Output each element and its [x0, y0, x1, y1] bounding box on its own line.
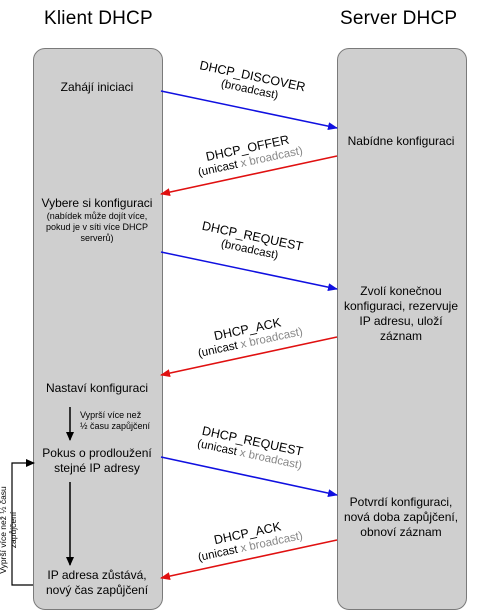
choose-label: Vybere si konfiguraci [41, 196, 153, 210]
server-step-offer: Nabídne konfiguraci [347, 134, 455, 148]
extend-1: Pokus o prodloužení [42, 446, 152, 460]
server-step-final: Zvolí konečnou konfiguraci, rezervuje IP… [337, 284, 465, 344]
confirm-1: Potvrdí konfiguraci, [349, 495, 453, 509]
ack-arrow [160, 336, 338, 378]
server-lane [337, 48, 467, 610]
side-note-1: Vyprší více než ½ času [0, 486, 8, 574]
renew-request-label: DHCP_REQUEST (unicast x broadcast) [196, 424, 304, 472]
client-step-extend: Pokus o prodloužení stejné IP adresy [33, 446, 161, 476]
renew-request-arrow [160, 456, 338, 498]
final-1: Zvolí konečnou [360, 284, 442, 298]
ack-label: DHCP_ACK (unicast x broadcast) [197, 315, 304, 360]
renew-ack-arrow [160, 539, 338, 581]
renew-ack-mode-a: (unicast [197, 544, 240, 564]
offer-mode-a: (unicast [197, 159, 240, 179]
client-step-set: Nastaví konfiguraci [45, 381, 149, 395]
half-time-note: Vyprší více než ½ času zapůjčení [80, 410, 160, 432]
final-4: záznam [379, 329, 423, 343]
keep-1: IP adresa zůstává, [47, 568, 147, 582]
side-note-2: zapůjčení [8, 511, 18, 548]
server-step-confirm: Potvrdí konfiguraci, nová doba zapůjčení… [337, 495, 465, 540]
renew-request-mode-x: x [239, 447, 247, 460]
confirm-2: nová doba zapůjčení, [343, 510, 459, 524]
half-time-2: ½ času zapůjčení [80, 421, 151, 431]
renew-ack-mode-x: x [239, 542, 247, 555]
request-label: DHCP_REQUEST (broadcast) [201, 219, 305, 262]
loop-side-note: Vyprší více než ½ času zapůjčení [0, 486, 18, 574]
offer-mode-x: x [239, 157, 247, 170]
final-3: IP adresu, uloží [359, 314, 443, 328]
discover-label: DHCP_DISCOVER (broadcast) [198, 58, 306, 102]
half-time-1: Vyprší více než [80, 410, 142, 420]
discover-arrow [160, 90, 338, 131]
renew-ack-label: DHCP_ACK (unicast x broadcast) [197, 519, 304, 564]
client-step-keep: IP adresa zůstává, nový čas zapůjčení [33, 568, 161, 598]
extend-2: stejné IP adresy [54, 461, 140, 475]
client-title: Klient DHCP [44, 8, 153, 29]
offer-label: DHCP_OFFER (unicast x broadcast) [197, 133, 304, 179]
server-title: Server DHCP [340, 8, 458, 29]
client-lane [33, 48, 163, 610]
offer-arrow [160, 155, 338, 197]
client-step-initiate: Zahájí iniciaci [60, 80, 134, 94]
choose-note-1: (nabídek může dojít více, [46, 211, 148, 221]
ack-mode-x: x [239, 338, 247, 351]
client-step-choose: Vybere si konfiguraci (nabídek může dojí… [33, 196, 161, 244]
choose-note-3: serverů) [80, 233, 114, 243]
keep-2: nový čas zapůjčení [45, 583, 149, 597]
request-arrow [160, 251, 338, 292]
choose-note-2: pokud je v síti více DHCP [45, 222, 149, 232]
ack-mode-a: (unicast [197, 340, 240, 360]
loop-back-arrow [11, 459, 35, 586]
final-2: konfiguraci, rezervuje [343, 299, 459, 313]
confirm-3: obnoví záznam [360, 525, 442, 539]
